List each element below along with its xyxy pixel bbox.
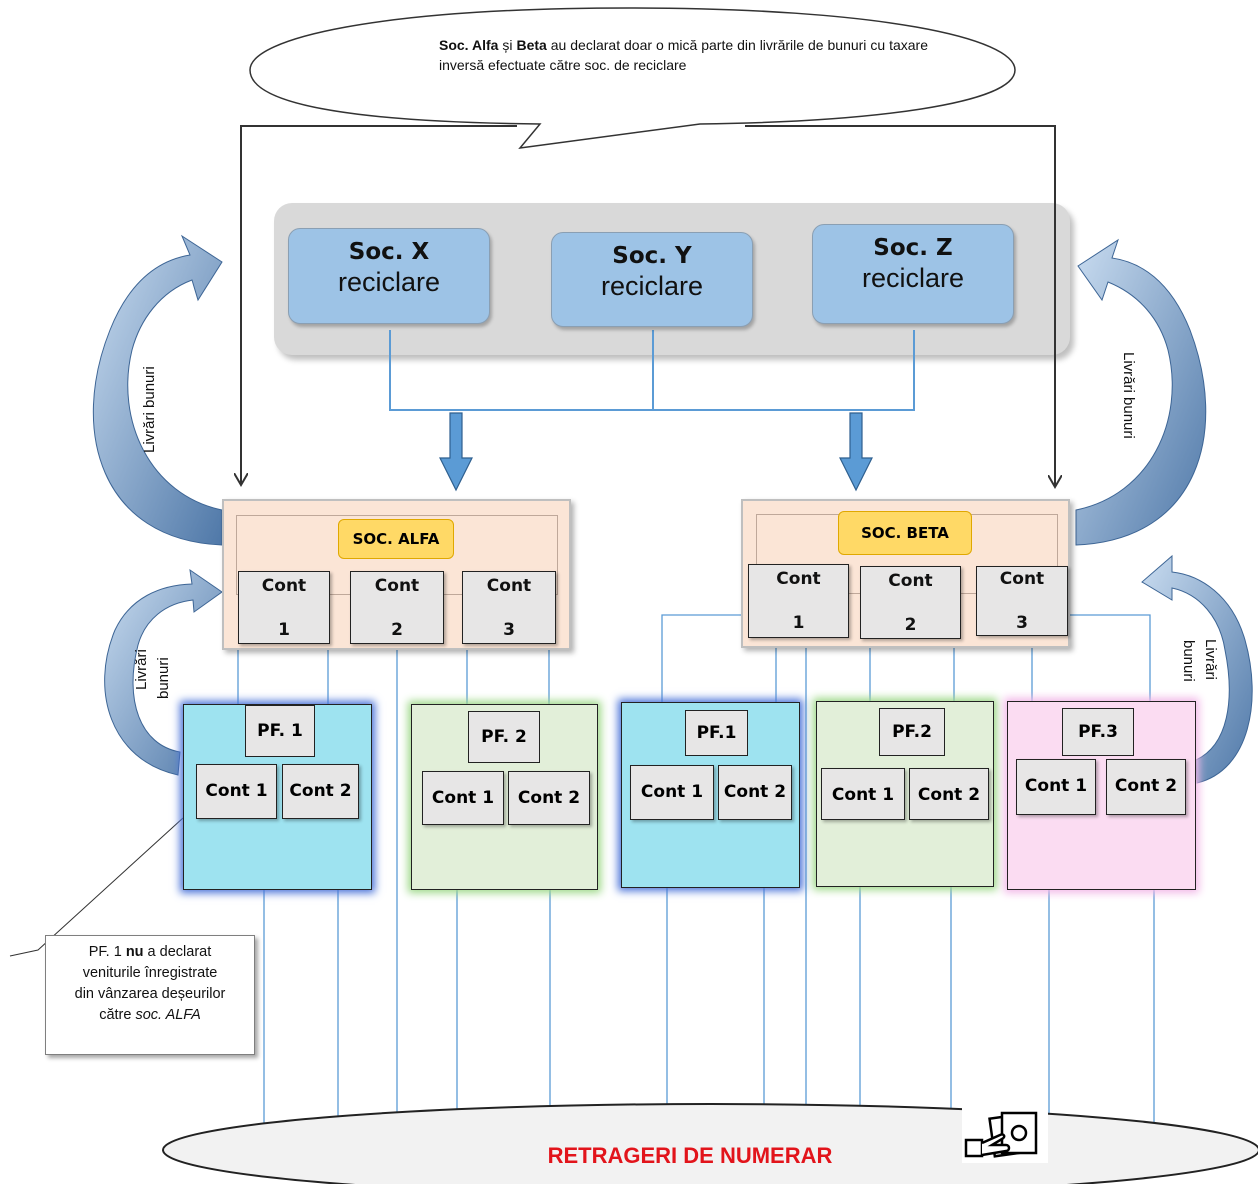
cont-word: Cont [261, 575, 307, 596]
cont-word: Cont [374, 575, 420, 596]
cont-num: 1 [278, 619, 290, 640]
recycler-name: Soc. Y [612, 243, 692, 269]
curved-arrow-left-small [104, 568, 223, 776]
pf-group-alfa-pf2: PF. 2 Cont 1 Cont 2 [411, 704, 598, 890]
note-line-4: către soc. ALFA [46, 1005, 254, 1026]
callout-alfa: Soc. Alfa [439, 37, 499, 53]
pf-cont-1: Cont 1 [821, 768, 905, 820]
recyclers-bracket [389, 330, 915, 411]
recycler-box-z: Soc. Z reciclare [812, 224, 1014, 324]
livrari-small-right-line1: Livrări [1202, 638, 1219, 680]
cont-word: Cont [999, 569, 1045, 589]
top-frame-connector [241, 125, 1055, 487]
pf-group-beta-pf3: PF.3 Cont 1 Cont 2 [1007, 701, 1196, 890]
note-italic: soc. ALFA [135, 1007, 201, 1023]
cont-num: 2 [391, 619, 403, 640]
recycler-sub: reciclare [861, 263, 965, 293]
pf-title: PF.2 [879, 708, 945, 756]
pf-cont-2: Cont 2 [909, 768, 989, 820]
cont-num: 1 [792, 613, 805, 633]
alfa-cont-3: Cont 3 [462, 571, 556, 644]
cont-word: Cont [776, 569, 821, 589]
beta-cont-2: Cont 2 [860, 566, 961, 639]
curved-arrow-right-small [1141, 554, 1253, 784]
beta-cont-3: Cont 3 [976, 566, 1068, 636]
pf-title: PF.3 [1062, 708, 1134, 756]
pf-group-beta-pf1: PF.1 Cont 1 Cont 2 [621, 702, 800, 888]
soc-alfa-label: SOC. ALFA [338, 519, 454, 559]
note-line-1: PF. 1 nu a declarat [46, 942, 254, 963]
note-line-3: din vânzarea deșeurilor [74, 986, 226, 1002]
pf-group-alfa-pf1: PF. 1 Cont 1 Cont 2 [183, 704, 372, 890]
note-text: către [99, 1007, 136, 1023]
livrari-label-left: Livrări bunuri [141, 366, 158, 454]
pf-cont-1: Cont 1 [630, 765, 714, 820]
alfa-cont-1: Cont 1 [238, 571, 330, 644]
pf-cont-1: Cont 1 [422, 771, 504, 825]
pf-title: PF.1 [685, 710, 748, 756]
flow-lines [233, 614, 1159, 1163]
cont-word: Cont [486, 575, 532, 596]
pf-cont-2: Cont 2 [1106, 759, 1186, 815]
pf1-note-box: PF. 1 nu a declarat veniturile înregistr… [45, 935, 255, 1055]
curved-arrow-right-large [1075, 238, 1207, 546]
note-text: PF. 1 [88, 944, 126, 960]
livrari-small-right-line2: bunuri [1180, 640, 1197, 682]
cont-num: 2 [904, 614, 917, 635]
soc-alfa-panel: SOC. ALFA Cont 1 Cont 2 Cont 3 [222, 499, 571, 650]
pf-cont-2: Cont 2 [282, 764, 359, 819]
cash-withdrawal-icon [962, 1107, 1048, 1163]
pf-group-beta-pf2: PF.2 Cont 1 Cont 2 [816, 701, 994, 887]
note-line-2: veniturile înregistrate [82, 965, 218, 981]
note-emphasis: nu [125, 944, 144, 960]
pf-cont-1: Cont 1 [196, 764, 277, 819]
pf-cont-2: Cont 2 [508, 771, 590, 825]
callout-and: și [498, 37, 517, 53]
soc-beta-panel: SOC. BETA Cont 1 Cont 2 Cont 3 [741, 499, 1070, 648]
note-text: a declarat [143, 944, 212, 960]
cont-word: Cont [888, 570, 933, 591]
livrari-label-right: Livrări bunuri [1120, 351, 1137, 439]
livrari-small-left-line2: bunuri [155, 657, 172, 699]
recycler-sub: reciclare [337, 267, 441, 297]
livrari-small-left-line1: Livrări [133, 649, 150, 691]
callout-text: Soc. Alfa și Beta au declarat doar o mic… [439, 35, 928, 75]
recycler-name: Soc. X [348, 239, 430, 265]
callout-beta: Beta [516, 37, 547, 53]
speech-bubble [249, 7, 1016, 149]
recycler-sub: reciclare [600, 271, 704, 301]
livrari-small-right: Livrări bunuri [1178, 630, 1234, 710]
cash-withdrawal-label: RETRAGERI DE NUMERAR [547, 1143, 833, 1168]
livrari-small-left: Livrări bunuri [133, 640, 189, 720]
pf-cont-2: Cont 2 [718, 765, 792, 820]
pf-title: PF. 1 [245, 705, 315, 757]
recycler-box-y: Soc. Y reciclare [551, 232, 753, 327]
beta-cont-1: Cont 1 [748, 564, 849, 638]
soc-beta-label: SOC. BETA [838, 511, 972, 555]
recycler-box-x: Soc. X reciclare [288, 228, 490, 324]
pf-title: PF. 2 [468, 711, 540, 763]
pf-cont-1: Cont 1 [1016, 759, 1096, 815]
recycler-name: Soc. Z [873, 235, 953, 261]
curved-arrow-left-large [92, 234, 223, 546]
cont-num: 3 [503, 619, 515, 640]
big-down-arrows [439, 412, 873, 492]
note-pointer [9, 817, 184, 957]
alfa-cont-2: Cont 2 [350, 571, 444, 644]
callout-rest: au declarat doar o mică parte din livrăr… [439, 37, 928, 73]
cont-num: 3 [1016, 613, 1028, 633]
